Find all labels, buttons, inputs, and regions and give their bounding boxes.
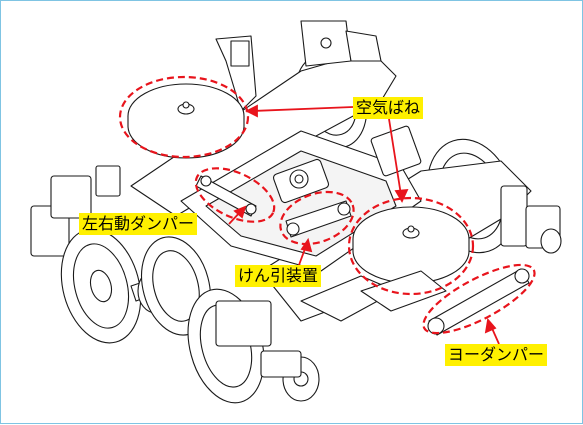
highlight-traction-device xyxy=(279,190,355,246)
label-yaw-damper: ヨーダンパー xyxy=(445,344,548,366)
highlight-air-spring-right xyxy=(347,196,475,296)
arrow-air-spring-left xyxy=(252,106,354,112)
arrow-air-spring-right xyxy=(388,118,402,196)
lateral-damper-body xyxy=(195,175,257,217)
axle-box-rear-right xyxy=(500,185,528,247)
highlight-lateral-damper xyxy=(194,167,276,223)
label-lateral-damper: 左右動ダンパー xyxy=(79,213,198,235)
axle-box-front-right xyxy=(215,300,272,347)
label-air-spring: 空気ばね xyxy=(353,97,424,119)
highlight-yaw-damper xyxy=(422,263,536,335)
highlight-air-spring-left xyxy=(118,75,250,159)
label-traction-device: けん引装置 xyxy=(235,265,322,287)
